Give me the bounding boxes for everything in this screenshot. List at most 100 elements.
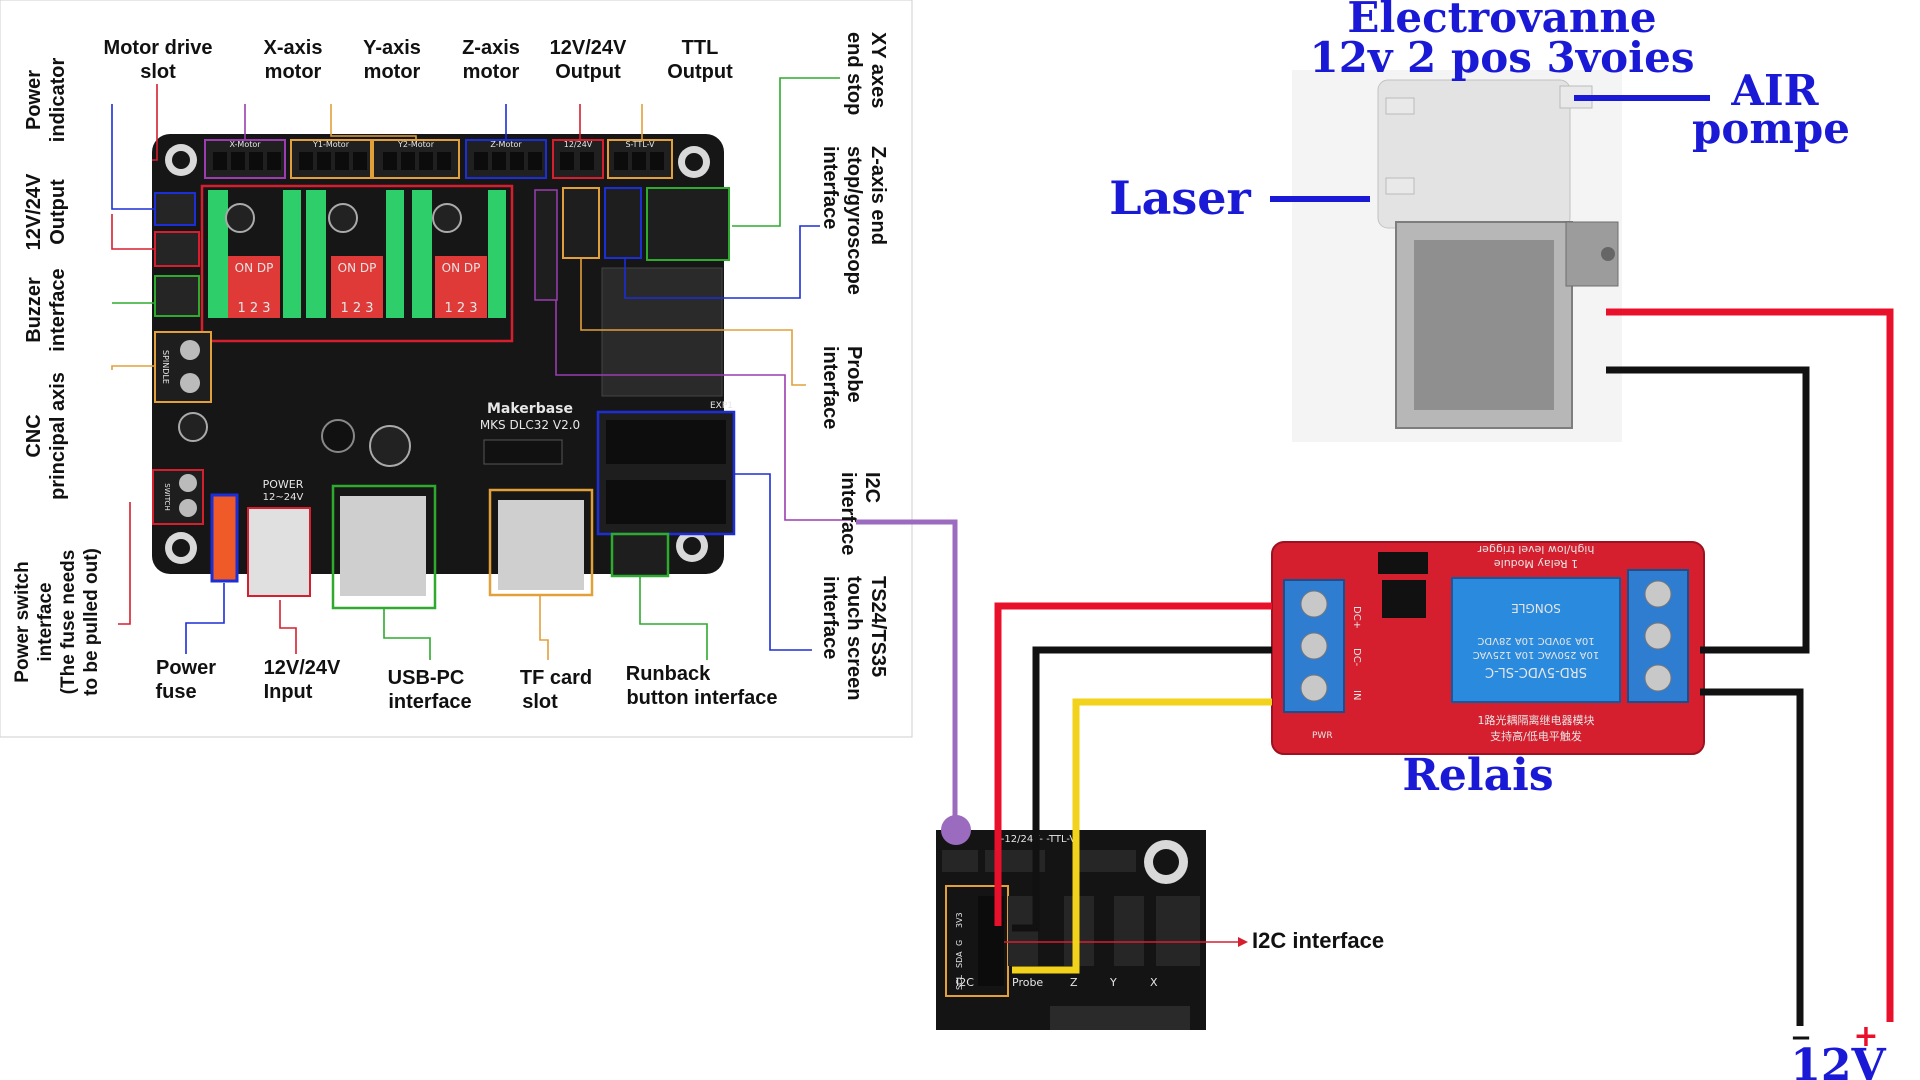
zoom-label-z: Z [1070,976,1078,989]
dip-nums-x: 1 2 3 [237,301,270,316]
relay-caption: Relais [1402,750,1553,801]
probe-header [562,187,600,259]
label-i2c-2: interface [837,472,859,555]
runback-port [610,532,670,578]
label-tf-card-1: TF card [520,667,592,689]
red-wire-supply [1606,308,1894,1022]
label-usb-pc-1: USB-PC [388,667,465,689]
label-power-switch-1: Power switch [12,561,33,682]
board-labels-left: Power indicator 12V/24V Output Buzzer in… [12,58,102,696]
relay-chinese-1: 1路光耦隔离继电器模块 [1478,713,1595,727]
switch-silk: SWITCH [163,483,171,510]
header-y2-motor: Y2-Motor [397,140,435,149]
board-labels-bottom: Power fuse 12V/24V Input USB-PC interfac… [155,657,777,713]
model-silk: MKS DLC32 V2.0 [480,418,580,432]
black-wire-dc-minus [1012,646,1272,932]
label-power-indicator-1: Power [23,70,45,130]
relay-brand: SONGLE [1511,601,1561,615]
label-buzzer-1: Buzzer [23,277,45,343]
relay-rating-1: 10A 250VAC 10A 125VAC [1473,649,1600,660]
header-z-motor: Z-Motor [490,140,522,149]
label-y-axis-1: Y-axis [363,37,421,59]
label-output-left-2: Output [47,179,69,245]
label-xy-endstop-2: end stop [843,32,865,115]
spindle-silk: SPINDLE [161,350,170,384]
relay-module: SRD-5VDC-SL-C 10A 250VAC 10A 125VAC 10A … [1271,541,1705,755]
label-ts-3: interface [819,576,841,659]
label-power-fuse-1: Power [156,657,216,679]
label-z-axis-2: motor [463,61,520,83]
relay-rating-2: 10A 30VDC 10A 28VDC [1477,635,1594,646]
label-power-switch-4: to be pulled out) [81,548,102,696]
power-input-jack [247,507,311,597]
tf-card-slot-part [488,488,594,597]
label-probe-1: Probe [843,346,865,403]
label-tf-card-2: slot [522,691,558,713]
dip-label-y: ON DP [338,261,377,275]
dip-nums-y: 1 2 3 [340,301,373,316]
label-cnc-1: CNC [23,414,45,457]
label-z-endstop-1: Z-axis end [867,146,889,245]
zoom-pin-g: G [955,940,964,946]
black-wire-valve [1606,366,1810,654]
relay-pwr: PWR [1312,731,1333,741]
dip-label-x: ON DP [235,261,274,275]
zoom-label-probe: Probe [1012,976,1043,989]
solenoid-valve [1292,70,1622,442]
supply-plus: + [1853,1019,1878,1054]
relay-pin-dcminus: DC- [1351,648,1362,667]
solenoid-title-1: Electrovanne [1347,0,1656,42]
header-x-motor: X-Motor [229,140,261,149]
supply-12v: 12V [1790,1040,1886,1080]
motor-headers: X-Motor Y1-Motor Y2-Motor Z-Motor 12/24V… [204,139,673,179]
wires [856,308,1894,1026]
label-xy-endstop-1: XY axes [867,32,889,108]
air-label-1: AIR [1730,66,1819,115]
i2c-callout-arrow [1238,937,1248,947]
power-indicator-led [154,192,196,226]
label-power-fuse-2: fuse [155,681,196,703]
label-z-axis-1: Z-axis [462,37,520,59]
relay-trigger: high/low level trigger [1477,543,1594,556]
zoom-label-y: Y [1109,976,1117,989]
label-z-endstop-2: stop/gyroscope [843,146,865,295]
zoom-top-header: -12/24V- -TTL-V- [1001,834,1080,845]
output-12-24v-left-port [154,231,200,267]
esp-module [601,267,723,397]
motor-drive-slots: ON DP ON DP ON DP 1 2 3 1 2 3 1 2 3 [200,184,514,343]
label-z-endstop-3: interface [819,146,841,229]
exp1-silk: EXP1 [710,401,733,411]
laser-label: Laser [1109,171,1251,225]
purple-wire [856,519,958,826]
label-motor-drive-1: Motor drive [104,37,213,59]
label-x-axis-2: motor [265,61,322,83]
label-motor-drive-2: slot [140,61,176,83]
label-ttl-1: TTL [682,37,719,59]
label-input-1: 12V/24V [264,657,341,679]
power-range-silk: 12~24V [263,492,304,503]
dip-label-z: ON DP [442,261,481,275]
label-ts-1: TS24/TS35 [867,576,889,677]
xy-endstop-header [646,187,730,261]
brand-silk: Makerbase [487,401,573,417]
label-output-top-2: Output [555,61,621,83]
label-i2c-1: I2C [861,472,883,503]
label-usb-pc-2: interface [388,691,471,713]
label-ts-2: touch screen [843,576,865,700]
label-probe-2: interface [819,346,841,429]
zoom-i2c-callout: I2C interface [1252,928,1384,953]
i2c-header [534,189,558,301]
label-power-switch-3: (The fuse needs [58,550,79,695]
label-output-top-1: 12V/24V [550,37,627,59]
label-runback-2: button interface [626,687,777,709]
label-runback-1: Runback [626,663,711,685]
label-output-left-1: 12V/24V [23,173,45,250]
z-endstop-header [604,187,642,259]
zoom-label-i2c: I2C [956,976,974,989]
purple-wire-junction [941,815,971,845]
board-labels-right: XY axes end stop Z-axis end stop/gyrosco… [819,32,889,700]
label-y-axis-2: motor [364,61,421,83]
power-silk: POWER [263,478,304,491]
air-label-2: pompe [1692,104,1850,153]
